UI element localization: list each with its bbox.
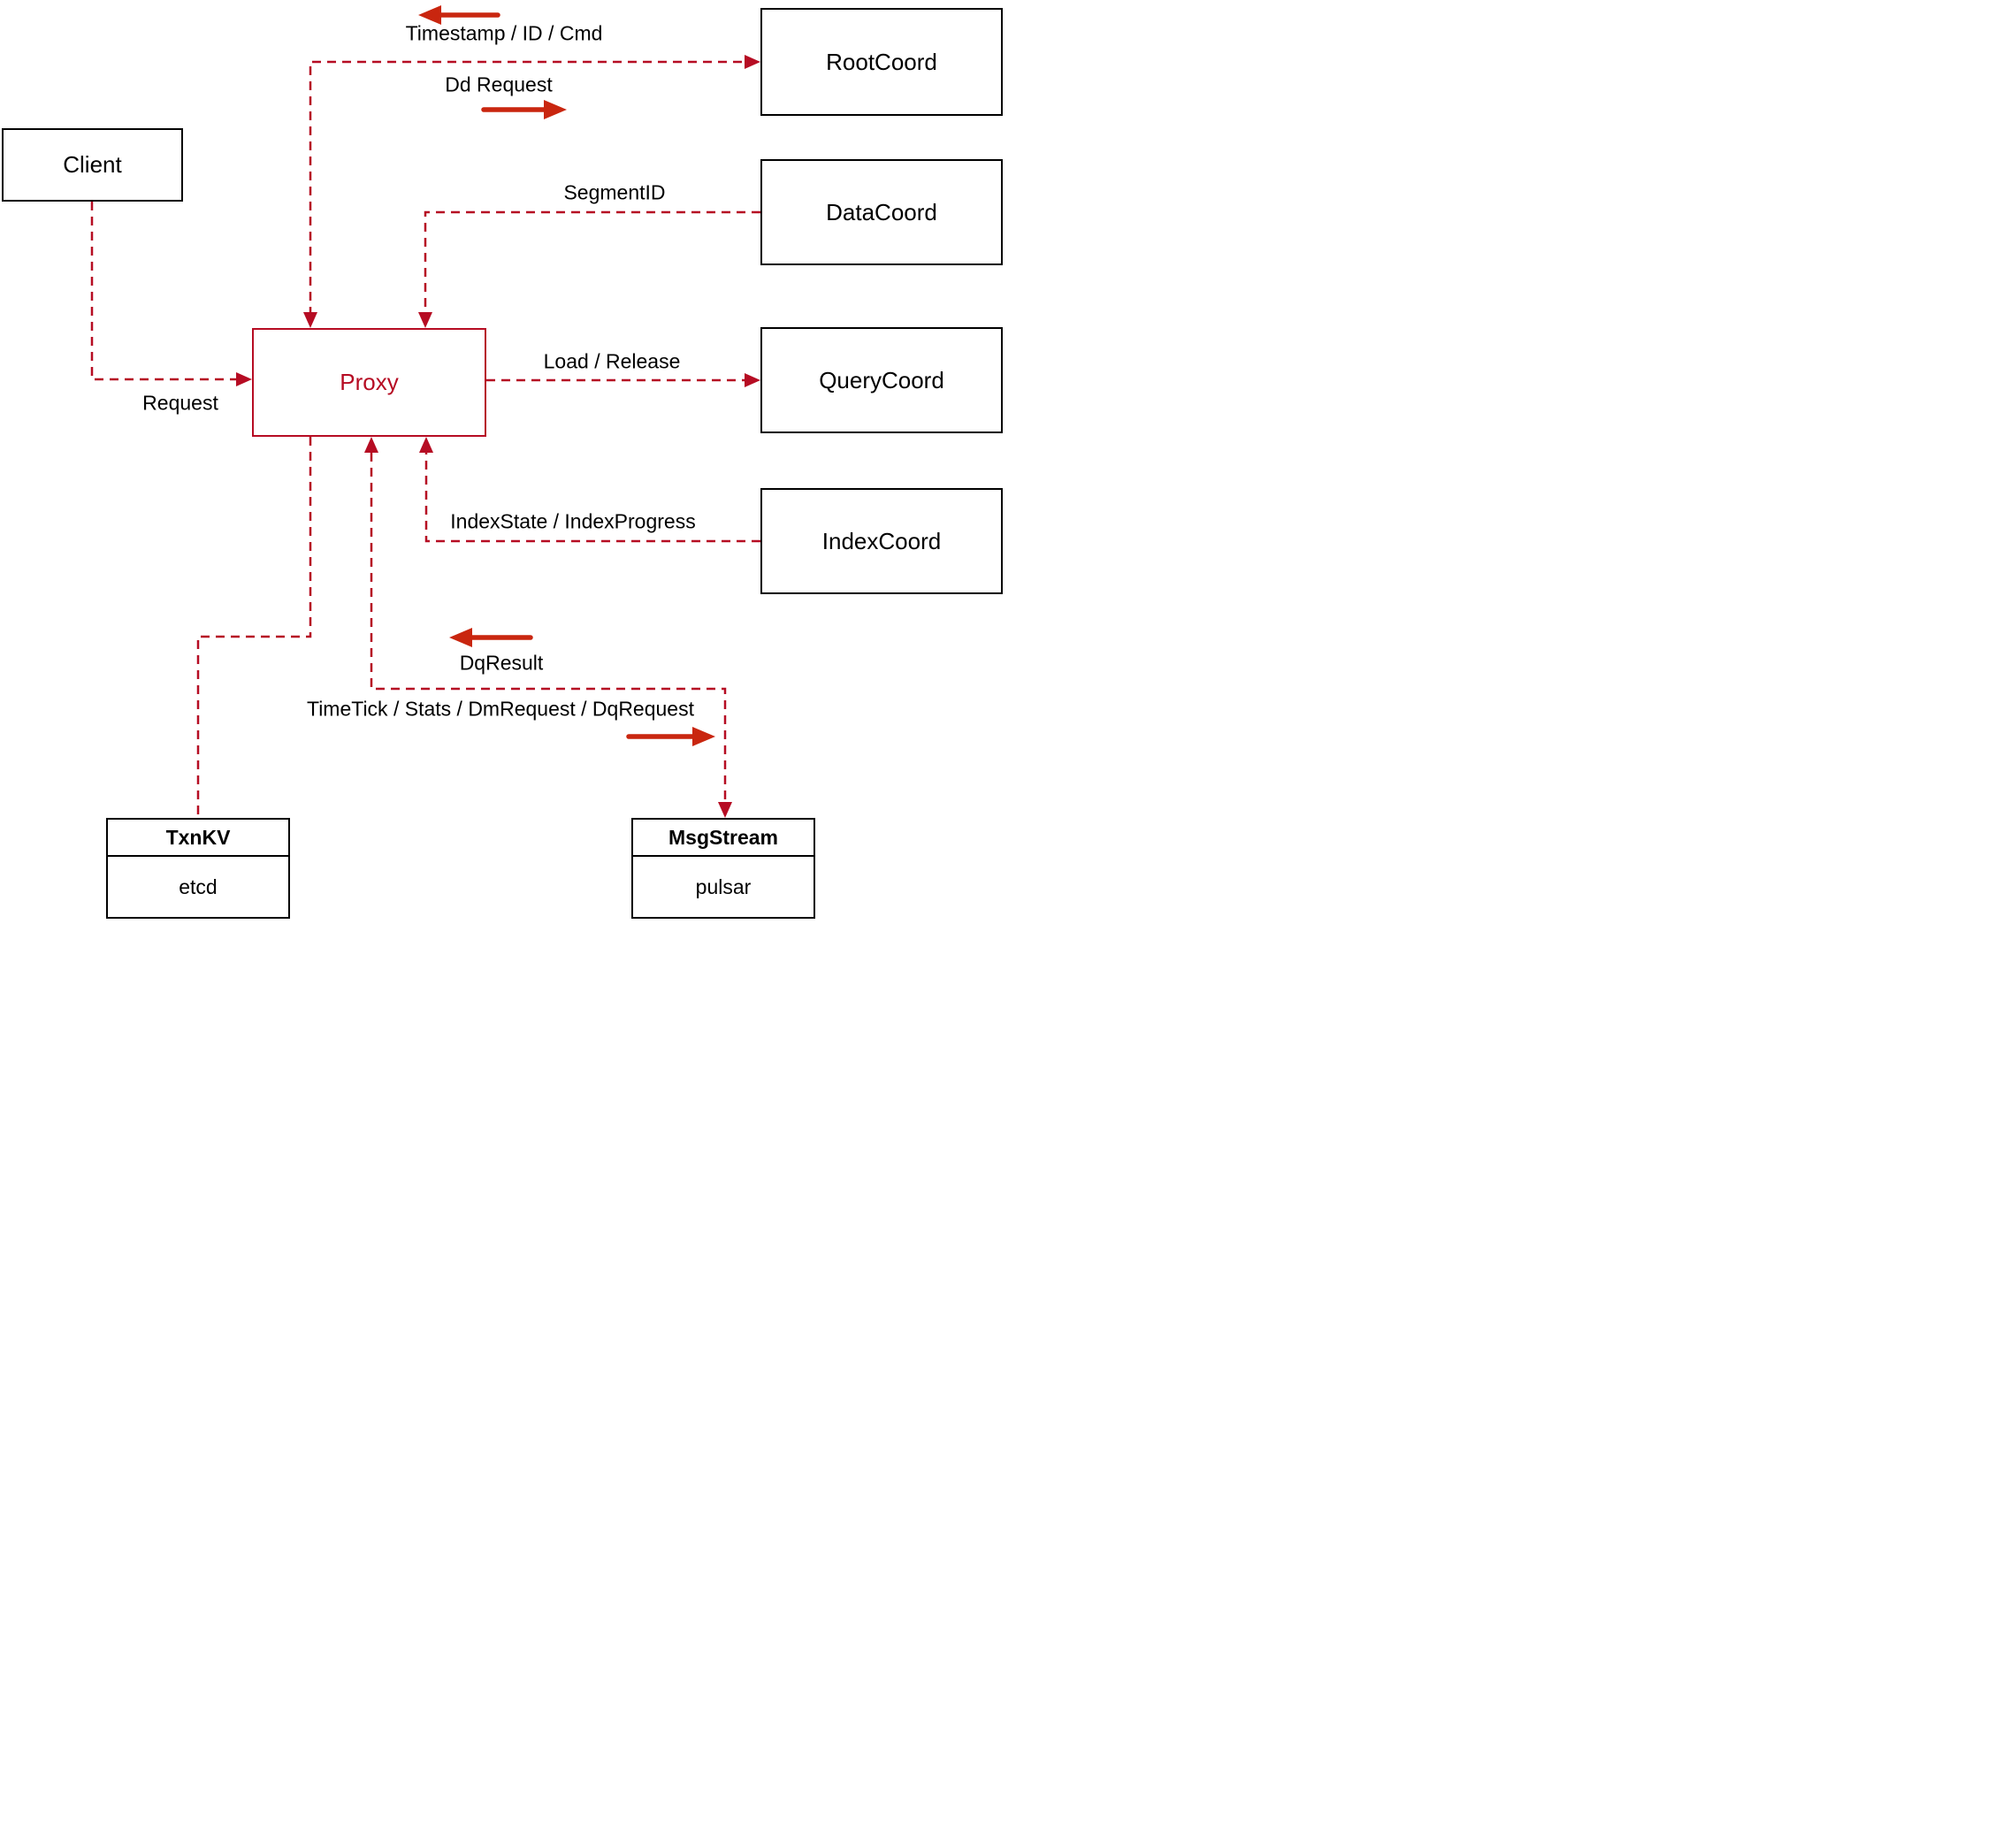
node-querycoord: QueryCoord bbox=[760, 327, 1003, 433]
label-load-release: Load / Release bbox=[543, 349, 681, 373]
right-direction-arrow-dd-request bbox=[481, 100, 567, 119]
datacoord-label: DataCoord bbox=[826, 198, 937, 225]
arrowhead-into-proxy-top-right bbox=[418, 312, 432, 328]
edge-indexcoord-to-proxy bbox=[419, 437, 760, 543]
txnkv-title: TxnKV bbox=[108, 820, 288, 857]
label-indexstate-indexprogress: IndexState / IndexProgress bbox=[450, 509, 696, 533]
edge-proxy-to-txnkv bbox=[196, 437, 312, 818]
indexcoord-label: IndexCoord bbox=[821, 527, 942, 554]
arrowhead-into-rootcoord bbox=[745, 55, 760, 69]
edge-proxy-rootcoord bbox=[303, 55, 760, 328]
client-label: Client bbox=[63, 151, 122, 178]
label-dqresult: DqResult bbox=[459, 651, 544, 675]
label-request: Request bbox=[142, 391, 218, 415]
label-timetick-stats-dmrequest-dqrequest: TimeTick / Stats / DmRequest / DqRequest bbox=[307, 697, 694, 721]
label-segmentid: SegmentID bbox=[563, 180, 666, 204]
node-msgstream: MsgStream pulsar bbox=[631, 818, 815, 919]
edge-client-to-proxy bbox=[90, 202, 252, 386]
connector-layer bbox=[90, 5, 760, 818]
arrowhead-into-proxy-bottom-left bbox=[364, 437, 378, 453]
querycoord-label: QueryCoord bbox=[819, 366, 944, 393]
msgstream-title: MsgStream bbox=[633, 820, 814, 857]
right-direction-arrow-timetick bbox=[626, 727, 715, 746]
arrowhead-into-msgstream bbox=[718, 802, 732, 818]
arrowhead-into-proxy-bottom-right bbox=[419, 437, 433, 453]
node-txnkv: TxnKV etcd bbox=[106, 818, 290, 919]
label-timestamp-id-cmd: Timestamp / ID / Cmd bbox=[405, 21, 603, 45]
label-dd-request: Dd Request bbox=[445, 73, 553, 96]
edge-proxy-to-querycoord bbox=[486, 373, 760, 387]
arrowhead-into-proxy-left bbox=[236, 372, 252, 386]
proxy-label: Proxy bbox=[340, 369, 399, 395]
arrowhead-into-querycoord bbox=[745, 373, 760, 387]
node-indexcoord: IndexCoord bbox=[760, 488, 1003, 594]
node-rootcoord: RootCoord bbox=[760, 8, 1003, 116]
edge-proxy-msgstream bbox=[364, 437, 732, 818]
node-client: Client bbox=[2, 128, 183, 202]
rootcoord-label: RootCoord bbox=[826, 48, 937, 75]
edge-datacoord-to-proxy bbox=[418, 210, 760, 328]
left-direction-arrow-timestamp bbox=[418, 5, 500, 25]
node-datacoord: DataCoord bbox=[760, 159, 1003, 265]
architecture-diagram: Client Proxy RootCoord DataCoord QueryCo… bbox=[0, 0, 1004, 924]
msgstream-implementation: pulsar bbox=[695, 874, 752, 898]
left-direction-arrow-dqresult bbox=[449, 628, 533, 647]
arrowhead-into-proxy-top-left bbox=[303, 312, 317, 328]
node-proxy: Proxy bbox=[252, 328, 486, 437]
txnkv-implementation: etcd bbox=[179, 874, 218, 898]
